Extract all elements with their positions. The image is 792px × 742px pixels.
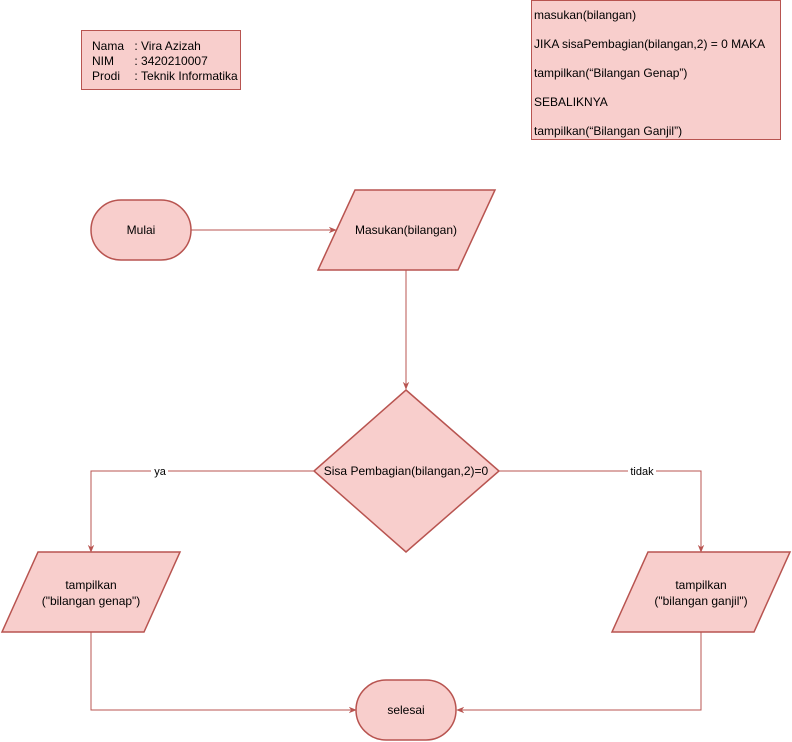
start-label: Mulai [127, 223, 156, 237]
info-value: Teknik Informatika [141, 69, 238, 83]
decision-diamond [312, 389, 501, 553]
pseudocode-line: JIKA sisaPembagian(bilangan,2) = 0 MAKA [534, 37, 766, 51]
student-info-box: Nama : Vira Azizah NIM : 3420210007 Prod… [81, 30, 241, 90]
pseudocode-line: SEBALIKNYA [534, 95, 608, 109]
edge-label-no: tidak [630, 466, 654, 478]
edge-label-bg [151, 464, 168, 478]
edge-even-to-end [90, 632, 357, 714]
input-label: Masukan(bilangan) [355, 223, 457, 237]
info-key: Nama [92, 39, 125, 53]
info-key: Prodi [92, 69, 121, 83]
info-key: NIM [92, 54, 114, 68]
output-odd-label-line2: ("bilangan ganjil") [654, 594, 747, 608]
info-sep: : [131, 39, 142, 53]
pseudocode-box: masukan(bilangan) JIKA sisaPembagian(bil… [531, 0, 781, 140]
start-terminator [90, 199, 192, 261]
input-parallelogram [316, 189, 497, 271]
pseudocode-line: tampilkan(“Bilangan Ganjil”) [534, 124, 683, 138]
info-value: 3420210007 [141, 54, 208, 68]
pseudocode-line: masukan(bilangan) [534, 8, 637, 22]
edge-odd-to-end [456, 632, 702, 714]
info-value: Vira Azizah [141, 39, 201, 53]
pseudocode-line: tampilkan(“Bilangan Genap”) [534, 66, 688, 80]
info-sep: : [131, 69, 142, 83]
end-terminator [355, 679, 457, 741]
output-odd-parallelogram [610, 551, 792, 633]
output-even-label-line1: tampilkan [65, 578, 116, 592]
edge-decision-no [499, 470, 705, 553]
info-row-nama: Nama : Vira Azizah [92, 39, 240, 54]
info-row-prodi: Prodi : Teknik Informatika [92, 69, 240, 84]
output-even-parallelogram [0, 551, 182, 633]
edge-label-bg [628, 464, 656, 478]
edge-decision-yes [87, 470, 314, 553]
output-odd-label-line1: tampilkan [675, 578, 726, 592]
info-sep: : [131, 54, 142, 68]
end-label: selesai [387, 703, 424, 717]
decision-label: Sisa Pembagian(bilangan,2)=0 [324, 464, 489, 478]
output-even-label-line2: ("bilangan genap") [42, 594, 141, 608]
info-row-nim: NIM : 3420210007 [92, 54, 240, 69]
edge-label-yes: ya [154, 466, 167, 478]
